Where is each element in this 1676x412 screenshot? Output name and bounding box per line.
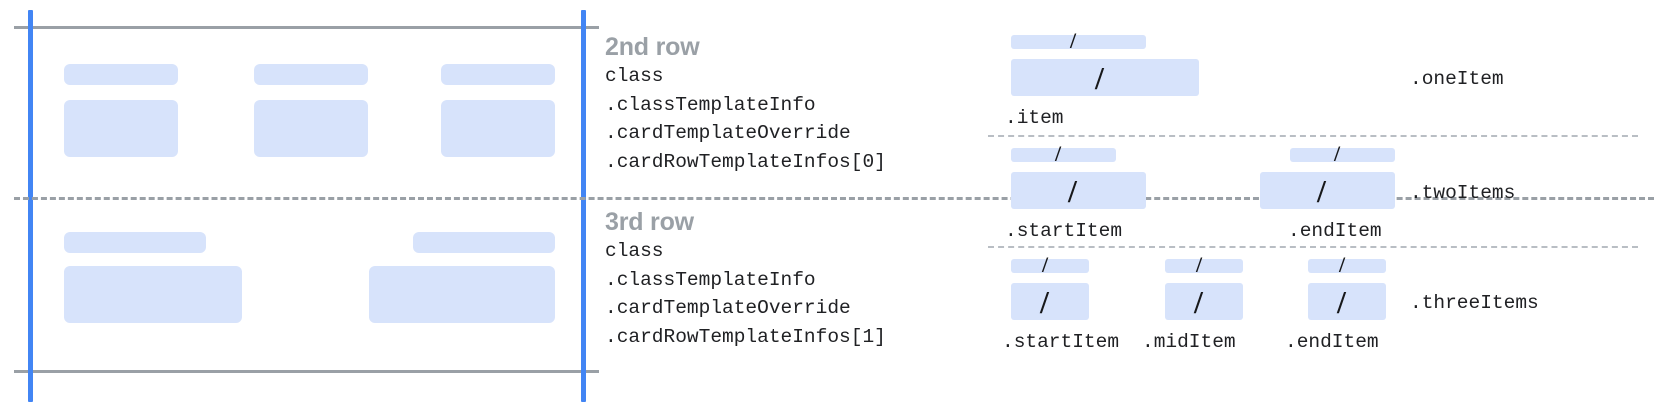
annotation-code-line: .cardRowTemplateInfos[0]: [605, 150, 886, 173]
threeitems-mid-caption-bar: [1165, 259, 1243, 273]
oneitem-caption-bar: [1011, 35, 1146, 49]
oneitem-body-bar: [1011, 59, 1199, 96]
threeitems-start-caption-bar: [1011, 259, 1089, 273]
annotation-second-row: 2nd row class .classTemplateInfo .cardTe…: [605, 32, 886, 176]
row2-cell3-body: [441, 100, 555, 157]
row3-cell1-caption: [64, 232, 206, 253]
oneitem-caption-slash-icon: /: [1070, 28, 1077, 53]
row2-cell1-body: [64, 100, 178, 157]
variant-separator-2: [988, 246, 1638, 248]
threeitems-start-body-slash-icon: /: [1040, 284, 1049, 320]
twoitems-end-caption-bar: [1290, 148, 1395, 162]
row2-cell2-body: [254, 100, 368, 157]
row2-cell1-caption: [64, 64, 178, 85]
row2-cell3-caption: [441, 64, 555, 85]
row-layout-variants-panel: / / .item .oneItem / / .startItem / / .e…: [960, 0, 1676, 412]
card-left-guide-line: [28, 10, 33, 402]
twoitems-start-body-bar: [1011, 172, 1146, 209]
annotation-code-line: .cardTemplateOverride: [605, 297, 851, 319]
row2-cell2-caption: [254, 64, 368, 85]
annotation-code-line: class: [605, 240, 664, 262]
annotation-title: 3rd row: [605, 208, 694, 236]
twoitems-group-label: .twoItems: [1410, 182, 1516, 204]
threeitems-mid-label: .midItem: [1142, 331, 1236, 353]
threeitems-end-label: .endItem: [1285, 331, 1379, 353]
twoitems-start-body-slash-icon: /: [1068, 173, 1077, 209]
annotation-code-line: .cardTemplateOverride: [605, 122, 851, 144]
threeitems-mid-caption-slash-icon: /: [1196, 252, 1203, 277]
twoitems-end-body-bar: [1260, 172, 1395, 209]
annotation-title: 2nd row: [605, 33, 700, 61]
card-preview-panel: [0, 0, 600, 412]
threeitems-mid-body-bar: [1165, 283, 1243, 320]
threeitems-end-body-slash-icon: /: [1337, 284, 1346, 320]
threeitems-start-label: .startItem: [1002, 331, 1120, 353]
threeitems-mid-body-slash-icon: /: [1194, 284, 1203, 320]
row3-cell2-caption: [413, 232, 555, 253]
oneitem-body-slash-icon: /: [1095, 60, 1104, 96]
threeitems-start-caption-slash-icon: /: [1042, 252, 1049, 277]
card-bottom-boundary-line: [14, 370, 599, 373]
threeitems-end-caption-bar: [1308, 259, 1386, 273]
row3-cell2-body: [369, 266, 555, 323]
row-separator-dashed-line: [14, 197, 1654, 200]
threeitems-group-label: .threeItems: [1410, 292, 1539, 314]
card-right-guide-line: [581, 10, 586, 402]
twoitems-start-label: .startItem: [1005, 220, 1123, 242]
threeitems-start-body-bar: [1011, 283, 1089, 320]
twoitems-start-caption-bar: [1011, 148, 1116, 162]
annotation-code-line: class: [605, 65, 664, 87]
twoitems-end-label: .endItem: [1288, 220, 1382, 242]
oneitem-item-label: .item: [1005, 107, 1064, 129]
annotation-code-line: .classTemplateInfo: [605, 268, 816, 291]
annotation-code-line: .cardRowTemplateInfos[1]: [605, 325, 886, 348]
variant-separator-1: [988, 135, 1638, 137]
oneitem-group-label: .oneItem: [1410, 68, 1504, 90]
row3-cell1-body: [64, 266, 242, 323]
twoitems-end-body-slash-icon: /: [1317, 173, 1326, 209]
twoitems-end-caption-slash-icon: /: [1334, 141, 1341, 166]
threeitems-end-body-bar: [1308, 283, 1386, 320]
annotation-third-row: 3rd row class .classTemplateInfo .cardTe…: [605, 207, 886, 351]
card-top-boundary-line: [14, 26, 599, 29]
threeitems-end-caption-slash-icon: /: [1339, 252, 1346, 277]
annotation-code-line: .classTemplateInfo: [605, 93, 816, 116]
twoitems-start-caption-slash-icon: /: [1055, 141, 1062, 166]
